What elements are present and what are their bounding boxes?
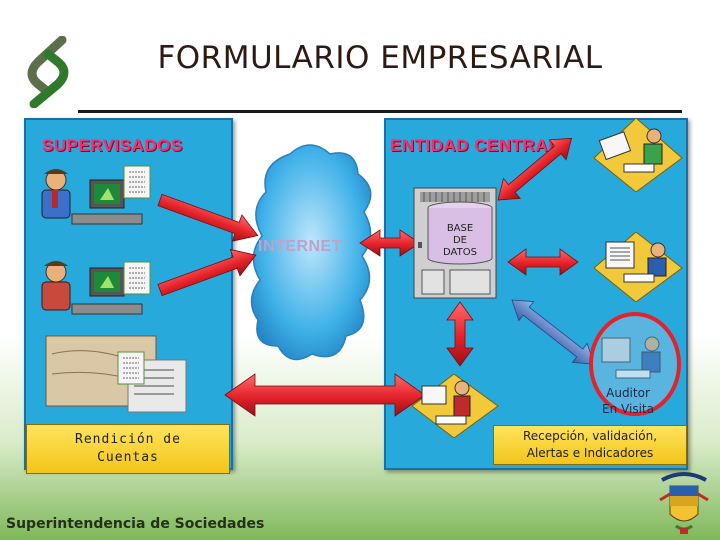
footer-organization: Superintendencia de Sociedades bbox=[6, 516, 264, 532]
coat-of-arms-icon bbox=[656, 470, 712, 536]
arrow-rendicion-recepcion bbox=[225, 374, 425, 416]
arrow-database-down bbox=[447, 302, 473, 366]
auditor-label: Auditor En Visita bbox=[590, 385, 666, 417]
staff-workstation-icon-2 bbox=[594, 232, 684, 302]
recepcion-label: Recepción, validación, Alertas e Indicad… bbox=[493, 425, 687, 465]
staff-workstation-icon-1 bbox=[594, 118, 684, 192]
arrow-database-top bbox=[490, 128, 580, 210]
staff-workstation-icon-3 bbox=[412, 374, 500, 438]
arrow-supervisado-2 bbox=[155, 242, 260, 303]
arrow-database-middle bbox=[508, 249, 578, 275]
database-label: BASE DE DATOS bbox=[430, 223, 490, 259]
arrow-supervisado-1 bbox=[155, 187, 262, 249]
